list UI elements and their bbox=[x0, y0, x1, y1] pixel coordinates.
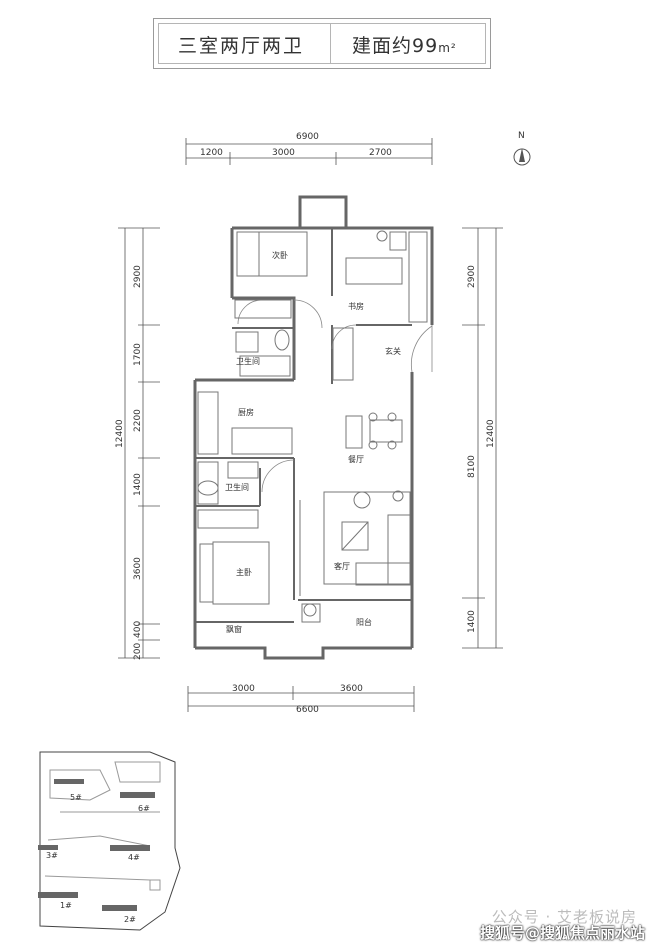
room-dining: 餐厅 bbox=[348, 455, 364, 464]
area-label: 建面约99m² bbox=[352, 31, 457, 58]
dim-bottom-total: 6600 bbox=[296, 705, 319, 715]
watermark-line-2: 搜狐号@搜狐焦点丽水站 bbox=[479, 924, 645, 942]
left-dimensions bbox=[118, 227, 160, 659]
site-building-2: 6# bbox=[138, 804, 150, 813]
dim-left-seg-7: 200 bbox=[133, 643, 143, 660]
dim-left-seg-5: 3600 bbox=[133, 557, 143, 580]
area-unit: m² bbox=[438, 41, 457, 55]
north-label: N bbox=[518, 131, 525, 141]
room-bathroom-upper: 卫生间 bbox=[236, 356, 260, 366]
dim-left-seg-6: 400 bbox=[133, 621, 143, 638]
title-divider bbox=[330, 23, 331, 64]
layout-label: 三室两厅两卫 bbox=[178, 35, 305, 57]
site-building-6: 2# bbox=[124, 915, 136, 924]
watermark-line-1: 公众号 · 艾老板说房 bbox=[491, 908, 637, 926]
room-secondary-bedroom: 次卧 bbox=[272, 250, 288, 260]
dim-top-total: 6900 bbox=[296, 132, 319, 142]
dim-top-seg-2: 3000 bbox=[272, 148, 295, 158]
title-inner-frame bbox=[158, 23, 486, 64]
dim-left-seg-1: 2900 bbox=[133, 265, 143, 288]
dim-top-seg-3: 2700 bbox=[369, 148, 392, 158]
dim-bottom-seg-2: 3600 bbox=[340, 684, 363, 694]
site-building-5: 1# bbox=[60, 901, 72, 910]
site-building-1: 5# bbox=[70, 793, 82, 802]
room-balcony: 阳台 bbox=[356, 617, 372, 627]
furniture bbox=[197, 230, 428, 623]
area-value: 建面约99 bbox=[352, 35, 439, 57]
dim-bottom-seg-1: 3000 bbox=[232, 684, 255, 694]
site-plan bbox=[39, 751, 181, 931]
room-study: 书房 bbox=[348, 301, 364, 311]
room-entrance: 玄关 bbox=[385, 346, 401, 356]
room-master-bedroom: 主卧 bbox=[236, 567, 252, 577]
site-building-4: 4# bbox=[128, 853, 140, 862]
door-swings bbox=[237, 299, 433, 493]
dim-left-seg-4: 1400 bbox=[133, 473, 143, 496]
dim-right-seg-2: 8100 bbox=[467, 455, 477, 478]
compass-icon: N bbox=[513, 131, 531, 166]
room-living: 客厅 bbox=[334, 561, 350, 571]
dim-top-seg-1: 1200 bbox=[200, 148, 223, 158]
title-box: 三室两厅两卫 建面约99m² bbox=[153, 18, 491, 69]
dim-left-seg-2: 1700 bbox=[133, 343, 143, 366]
top-dimensions bbox=[185, 138, 433, 165]
dim-left-total: 12400 bbox=[115, 419, 125, 448]
site-buildings bbox=[38, 779, 155, 911]
room-bathroom-lower: 卫生间 bbox=[225, 482, 249, 492]
site-building-3: 3# bbox=[46, 851, 58, 860]
bottom-dimensions bbox=[187, 686, 415, 712]
dim-right-seg-1: 2900 bbox=[467, 265, 477, 288]
dim-left-seg-3: 2200 bbox=[133, 409, 143, 432]
dim-right-seg-3: 1400 bbox=[467, 610, 477, 633]
dim-right-total: 12400 bbox=[486, 419, 496, 448]
room-bay-window: 飘窗 bbox=[226, 624, 242, 634]
room-kitchen: 厨房 bbox=[238, 407, 254, 417]
right-dimensions bbox=[462, 227, 503, 649]
walls bbox=[193, 195, 434, 660]
